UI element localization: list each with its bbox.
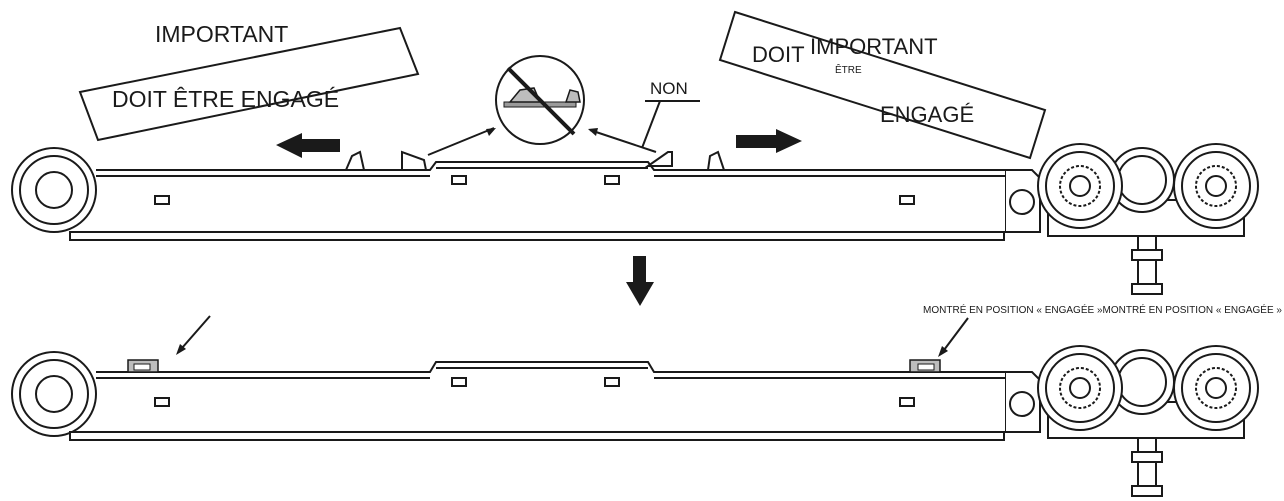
down-arrow xyxy=(626,256,654,306)
right-sign-etre: ÊTRE xyxy=(835,63,862,76)
engaged-position-caption: MONTRÉ EN POSITION « ENGAGÉE »MONTRÉ EN … xyxy=(923,303,1282,316)
bottom-rail-assembly xyxy=(11,345,1259,497)
top-rail-assembly xyxy=(11,143,1259,295)
prohibited-detail-circle xyxy=(495,55,585,145)
left-sign-title: IMPORTANT xyxy=(155,21,288,47)
right-sign-important: IMPORTANT xyxy=(810,34,938,59)
non-text: NON xyxy=(650,79,688,98)
left-direction-arrow xyxy=(276,133,340,158)
right-important-sign: DOIT IMPORTANT ÊTRE ENGAGÉ xyxy=(718,10,1047,160)
right-sign-engage: ENGAGÉ xyxy=(880,102,974,127)
left-sign-text: DOIT ÊTRE ENGAGÉ xyxy=(112,86,339,112)
left-important-sign: IMPORTANT DOIT ÊTRE ENGAGÉ xyxy=(78,21,420,142)
non-label: NON xyxy=(641,79,700,149)
left-sign-box xyxy=(78,26,420,142)
right-sign-box xyxy=(718,10,1047,160)
right-direction-arrow xyxy=(736,129,802,153)
right-sign-doit: DOIT xyxy=(752,42,805,67)
